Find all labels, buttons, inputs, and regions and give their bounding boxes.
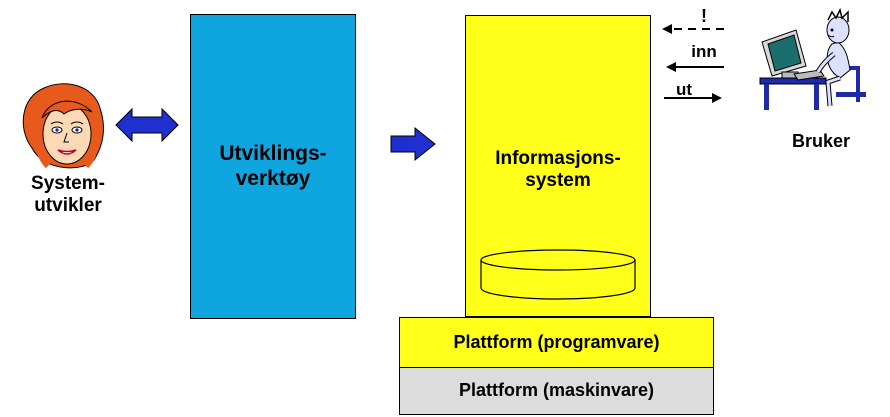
woman-face-icon (22, 83, 104, 169)
double-arrow-icon (115, 107, 179, 143)
user-label: Bruker (791, 131, 851, 151)
development-tool-label: Utviklings- verktøy (219, 141, 327, 190)
platform-software-label: Plattform (programvare) (453, 332, 660, 353)
dashed-left-arrow-icon (662, 24, 724, 34)
database-cylinder-icon (480, 249, 636, 300)
developer-label: System- utvikler (31, 173, 105, 217)
user-at-computer-icon (759, 8, 866, 110)
out-label: ut (675, 80, 693, 99)
platform-hardware-label: Plattform (maskinvare) (458, 380, 655, 401)
right-arrow-out-icon (664, 93, 722, 103)
development-tool-box: Utviklings- verktøy (190, 14, 356, 319)
right-arrow-icon (390, 126, 436, 162)
platform-hardware-box: Plattform (maskinvare) (399, 367, 714, 415)
in-label: inn (691, 42, 717, 61)
information-system-label: Informasjons- system (495, 148, 621, 192)
left-arrow-in-icon (666, 62, 724, 72)
exclaim-label: ! (701, 6, 707, 26)
platform-software-box: Plattform (programvare) (399, 317, 714, 369)
